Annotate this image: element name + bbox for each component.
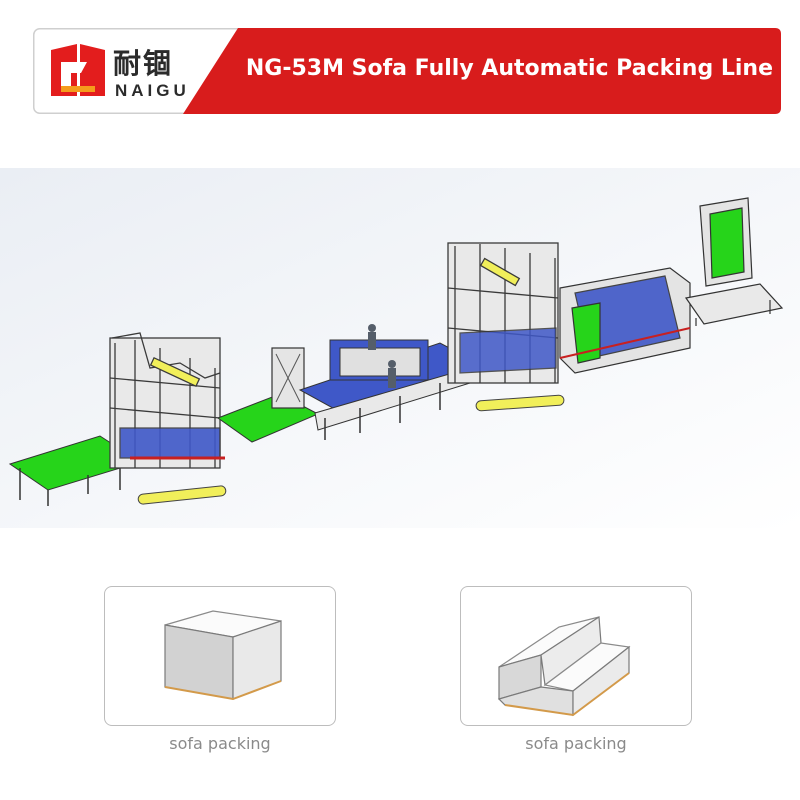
product-caption-1: sofa packing <box>169 734 271 753</box>
middle-conveyor <box>216 347 320 443</box>
wrapping-machine-2 <box>447 242 559 384</box>
header-background <box>33 28 781 114</box>
carton-forming-unit <box>559 267 691 374</box>
step-sofa-icon <box>497 615 631 717</box>
brand-name-en: NAIGU <box>115 81 190 100</box>
product-card-step-sofa <box>460 586 692 726</box>
wrapping-machine-1 <box>109 332 225 469</box>
infeed-conveyor <box>8 435 142 506</box>
product-card-box-sofa <box>104 586 336 726</box>
brand-name-cn: 耐锢 <box>113 47 174 80</box>
header-banner: 耐锢 NAIGU NG-53M Sofa Fully Automatic Pac… <box>33 28 781 114</box>
box-sofa-icon <box>164 610 282 701</box>
carton-infeed-rack <box>684 197 784 326</box>
naigu-logo-icon <box>47 40 109 102</box>
film-rolls <box>137 394 565 505</box>
page-title: NG-53M Sofa Fully Automatic Packing Line <box>245 56 773 81</box>
product-caption-2: sofa packing <box>525 734 627 753</box>
packing-line-illustration <box>0 168 800 528</box>
